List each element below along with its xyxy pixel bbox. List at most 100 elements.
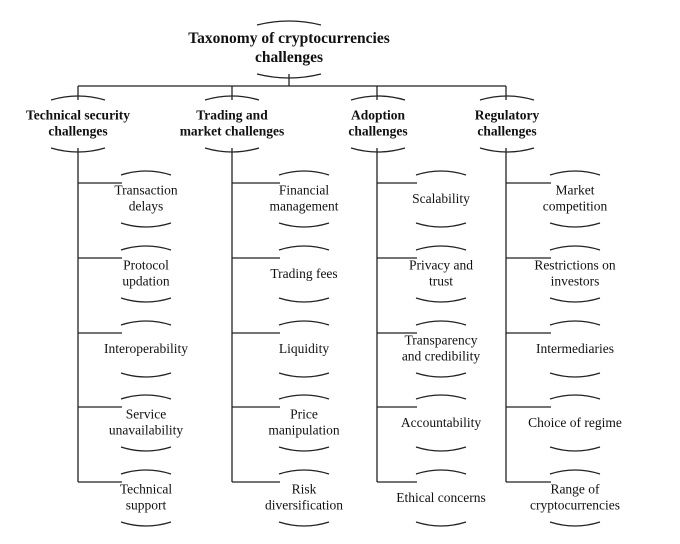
- item-arc-top-2-2: [415, 320, 467, 326]
- challenge-item-line: trust: [428, 274, 453, 289]
- title-arc-top: [256, 20, 322, 26]
- category-arc-bottom-3: [479, 147, 535, 153]
- item-arc-bottom-0-1: [120, 297, 172, 303]
- item-arc-top-1-0: [278, 170, 330, 176]
- category-label-line: challenges: [348, 124, 408, 139]
- item-arc-bottom-0-3: [120, 446, 172, 452]
- item-arc-top-3-0: [549, 170, 601, 176]
- category-label-line: challenges: [477, 124, 537, 139]
- challenge-item-line: Transparency: [404, 332, 478, 348]
- item-arc-bottom-2-0: [415, 222, 467, 228]
- challenge-item: Accountability: [376, 415, 506, 431]
- challenge-item-line: Transaction: [114, 182, 178, 198]
- item-arc-bottom-0-4: [120, 521, 172, 527]
- challenge-item-line: updation: [122, 274, 170, 289]
- category-arc-top-1: [204, 95, 260, 101]
- challenge-item-line: Interoperability: [104, 340, 188, 356]
- item-arc-bottom-1-4: [278, 521, 330, 527]
- item-arc-bottom-3-3: [549, 446, 601, 452]
- item-arc-bottom-3-1: [549, 297, 601, 303]
- challenge-item-line: Ethical concerns: [396, 489, 486, 505]
- challenge-item: Interoperability: [81, 341, 211, 357]
- item-arc-bottom-1-1: [278, 297, 330, 303]
- item-arc-top-2-3: [415, 394, 467, 400]
- item-arc-top-2-4: [415, 469, 467, 475]
- category-arc-top-2: [350, 95, 406, 101]
- item-arc-top-2-0: [415, 170, 467, 176]
- item-arc-top-1-2: [278, 320, 330, 326]
- item-arc-top-1-3: [278, 394, 330, 400]
- category-label-line: Adoption: [350, 107, 406, 123]
- item-arc-top-2-1: [415, 245, 467, 251]
- category-label-line: Trading and: [196, 107, 268, 123]
- challenge-item-line: Technical: [119, 481, 173, 497]
- challenge-item: Scalability: [376, 191, 506, 207]
- item-arc-bottom-0-2: [120, 372, 172, 378]
- challenge-item-line: management: [269, 199, 339, 214]
- item-arc-top-3-4: [549, 469, 601, 475]
- item-arc-bottom-3-2: [549, 372, 601, 378]
- challenge-item: Trading fees: [239, 266, 369, 282]
- category-label-line: market challenges: [179, 124, 285, 139]
- category-arc-top-0: [50, 95, 106, 101]
- item-arc-top-3-2: [549, 320, 601, 326]
- category-arc-top-3: [479, 95, 535, 101]
- category-label-line: Regulatory: [474, 107, 540, 123]
- item-arc-bottom-0-0: [120, 222, 172, 228]
- item-arc-top-0-2: [120, 320, 172, 326]
- challenge-item-line: Scalability: [412, 190, 470, 206]
- challenge-item-line: Risk: [291, 481, 317, 497]
- challenge-item-line: Financial: [278, 182, 330, 198]
- item-arc-bottom-2-2: [415, 372, 467, 378]
- diagram-title-line-2: challenges: [254, 49, 324, 66]
- item-arc-bottom-2-1: [415, 297, 467, 303]
- challenge-item-line: Trading fees: [270, 265, 338, 281]
- item-arc-bottom-2-4: [415, 521, 467, 527]
- item-arc-top-1-4: [278, 469, 330, 475]
- challenge-item-line: unavailability: [108, 423, 184, 438]
- challenge-item-line: diversification: [265, 498, 343, 513]
- challenge-item-line: delays: [128, 199, 164, 214]
- item-arc-top-3-3: [549, 394, 601, 400]
- challenge-item-line: manipulation: [268, 423, 340, 438]
- challenge-item-line: Service: [125, 406, 167, 422]
- item-arc-bottom-2-3: [415, 446, 467, 452]
- challenge-item-line: Restrictions on: [534, 257, 616, 273]
- challenge-item-line: support: [125, 498, 167, 513]
- challenge-item-line: investors: [550, 274, 600, 289]
- item-arc-top-0-0: [120, 170, 172, 176]
- challenge-item-line: Liquidity: [278, 340, 330, 356]
- challenge-item: Liquidity: [239, 341, 369, 357]
- challenge-item-line: Protocol: [123, 257, 169, 273]
- item-arc-top-1-1: [278, 245, 330, 251]
- challenge-item-line: Choice of regime: [528, 414, 622, 430]
- challenge-item-line: competition: [542, 199, 608, 214]
- diagram-title: Taxonomy of cryptocurrencies challenges: [159, 30, 419, 68]
- item-arc-top-0-3: [120, 394, 172, 400]
- item-arc-bottom-1-2: [278, 372, 330, 378]
- challenge-item: Intermediaries: [510, 341, 640, 357]
- item-arc-bottom-3-4: [549, 521, 601, 527]
- item-arc-top-0-1: [120, 245, 172, 251]
- category-label-line: Technical security: [25, 107, 131, 123]
- category-label-line: challenges: [48, 124, 108, 139]
- challenge-item-line: Accountability: [400, 414, 482, 430]
- category-arc-bottom-2: [350, 147, 406, 153]
- challenge-item-line: cryptocurrencies: [530, 498, 620, 513]
- item-arc-top-3-1: [549, 245, 601, 251]
